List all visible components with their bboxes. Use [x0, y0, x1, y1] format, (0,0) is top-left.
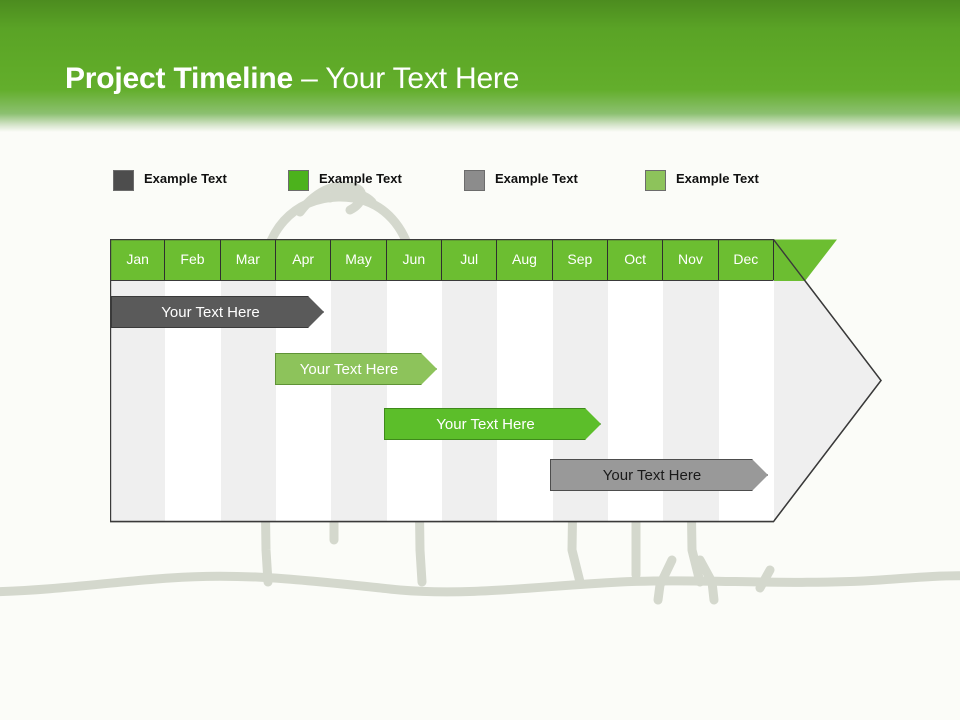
timeline-bar[interactable]: Your Text Here	[384, 408, 601, 440]
month-header-mar[interactable]: Mar	[220, 239, 276, 280]
timeline-bar-label: Your Text Here	[602, 467, 702, 484]
timeline-bar-label: Your Text Here	[436, 416, 535, 433]
month-header-nov[interactable]: Nov	[663, 239, 719, 280]
timeline-arrow-head-green	[773, 239, 837, 281]
month-header-aug[interactable]: Aug	[497, 239, 553, 280]
timeline-column-band	[497, 280, 553, 521]
timeline-bar-label: Your Text Here	[299, 361, 399, 378]
page-title-strong: Project Timeline	[65, 62, 302, 95]
legend-swatch-icon	[464, 170, 485, 191]
timeline-bar[interactable]: Your Text Here	[275, 353, 437, 385]
month-header-jul[interactable]: Jul	[442, 239, 498, 280]
legend-item-label: Example Text	[144, 171, 227, 186]
timeline-column-band	[442, 280, 498, 521]
month-header-dec[interactable]: Dec	[718, 239, 774, 280]
timeline-bar[interactable]: Your Text Here	[550, 459, 768, 491]
month-header-feb[interactable]: Feb	[165, 239, 221, 280]
month-header-apr[interactable]: Apr	[276, 239, 332, 280]
timeline-bar-label: Your Text Here	[161, 304, 260, 321]
legend-swatch-icon	[288, 170, 309, 191]
month-header-jun[interactable]: Jun	[386, 239, 442, 280]
timeline-column-band	[331, 280, 387, 521]
month-header-sep[interactable]: Sep	[552, 239, 608, 280]
legend-swatch-icon	[645, 170, 666, 191]
month-header-may[interactable]: May	[331, 239, 387, 280]
page-title-light: – Your Text Here	[301, 62, 520, 95]
legend-item-label: Example Text	[319, 171, 402, 186]
timeline-bar[interactable]: Your Text Here	[111, 296, 324, 328]
timeline-column-band	[386, 280, 442, 521]
legend-item-label: Example Text	[676, 171, 759, 186]
month-header-oct[interactable]: Oct	[608, 239, 664, 280]
legend-swatch-icon	[113, 170, 134, 191]
month-header-jan[interactable]: Jan	[110, 239, 166, 280]
legend: Example Text Example Text Example Text E…	[0, 168, 960, 198]
header-band	[0, 0, 960, 132]
legend-item-label: Example Text	[495, 171, 578, 186]
page-title: Project Timeline – Your Text Here	[65, 60, 519, 98]
